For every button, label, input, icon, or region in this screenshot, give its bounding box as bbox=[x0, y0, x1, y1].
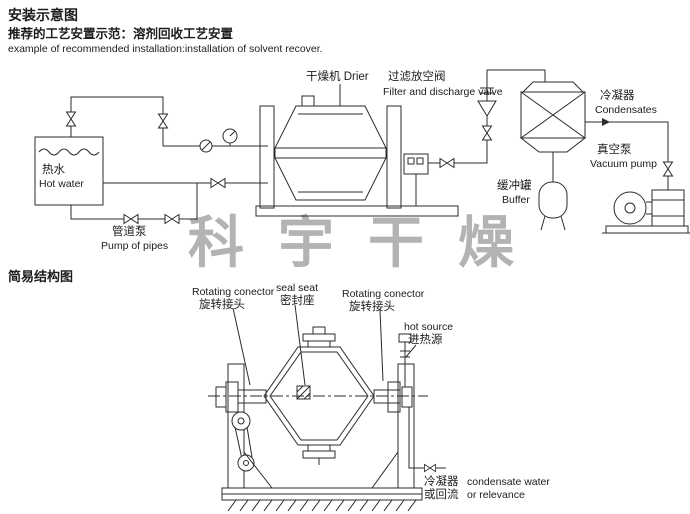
hot-water-piping: 管道泵 Pump of pipes bbox=[66, 96, 268, 252]
condensate-label-cn2: 或回流 bbox=[424, 487, 459, 501]
hot-water-label-cn: 热水 bbox=[42, 163, 65, 176]
valve-icon bbox=[663, 161, 673, 177]
structure-drawing: Rotating conector 旋转接头 seal seat 密封座 Rot… bbox=[192, 282, 550, 512]
subtitle-cn: 推荐的工艺安置示范：溶剂回收工艺安置 bbox=[8, 26, 234, 41]
valve-icon bbox=[158, 113, 168, 129]
hot-water-tank: 热水 Hot water bbox=[34, 136, 104, 206]
rotating-connector-right-label-cn: 旋转接头 bbox=[349, 299, 395, 313]
seal-seat-label-cn: 密封座 bbox=[280, 293, 315, 307]
rotating-connector-left-label-en: Rotating conector bbox=[192, 286, 275, 298]
control-cabinet bbox=[403, 153, 429, 206]
pulley-icon bbox=[237, 454, 255, 472]
valve-icon bbox=[210, 178, 226, 188]
buffer-tank: 缓冲罐 Buffer bbox=[497, 178, 568, 231]
valve-icon bbox=[482, 125, 492, 141]
condensate-label-en1: condensate water bbox=[467, 476, 550, 488]
motor-icon bbox=[613, 191, 647, 225]
condenser-label-cn: 冷凝器 bbox=[600, 88, 635, 102]
buffer-label-cn: 缓冲罐 bbox=[497, 178, 532, 192]
rotating-connector-right-label-en: Rotating conector bbox=[342, 288, 425, 300]
vacuum-pump: 真空泵 Vacuum pump bbox=[590, 142, 690, 234]
vacuum-label-en: Vacuum pump bbox=[590, 158, 657, 170]
pipe-pump-label-cn: 管道泵 bbox=[112, 224, 147, 238]
valve-icon bbox=[423, 463, 437, 473]
condenser-label-en: Condensates bbox=[595, 104, 657, 116]
vacuum-label-cn: 真空泵 bbox=[597, 142, 632, 156]
condensate-label-en2: or relevance bbox=[467, 489, 525, 501]
page-title: 安装示意图 bbox=[8, 7, 78, 23]
base-frame bbox=[221, 487, 423, 512]
valve-icon bbox=[123, 214, 139, 224]
pipe-pump-label-en: Pump of pipes bbox=[101, 240, 168, 252]
filter-label-cn: 过滤放空阀 bbox=[388, 69, 446, 83]
header: 安装示意图 推荐的工艺安置示范：溶剂回收工艺安置 example of reco… bbox=[8, 7, 323, 55]
valve-icon bbox=[66, 111, 76, 127]
hot-water-label-en: Hot water bbox=[39, 178, 84, 190]
cone-vessel bbox=[263, 326, 375, 465]
pressure-gauge-icon bbox=[222, 128, 238, 146]
ground-hatch bbox=[227, 499, 417, 512]
flow-arrow-icon bbox=[602, 118, 610, 126]
watermark-text: 科宇干燥 bbox=[188, 211, 548, 274]
hot-source-label-en: hot source bbox=[404, 321, 453, 333]
right-stand bbox=[371, 333, 446, 489]
sight-glass-icon bbox=[199, 139, 213, 153]
filter-funnel-icon bbox=[477, 100, 497, 117]
left-stand bbox=[215, 363, 273, 489]
valve-icon bbox=[439, 158, 455, 168]
filter-label-en: Filter and discharge valve bbox=[383, 86, 503, 98]
buffer-label-en: Buffer bbox=[502, 194, 530, 206]
leader-lines bbox=[232, 304, 417, 386]
structure-title: 简易结构图 bbox=[8, 269, 73, 284]
filter-discharge-line: 过滤放空阀 Filter and discharge valve bbox=[383, 69, 673, 192]
condenser: 冷凝器 Condensates bbox=[519, 81, 657, 182]
condensate-label-cn1: 冷凝器 bbox=[424, 474, 459, 488]
subtitle-en: example of recommended installation:inst… bbox=[8, 43, 323, 55]
hot-source-label-cn: 进热源 bbox=[408, 332, 443, 346]
rotating-connector-left-label-cn: 旋转接头 bbox=[199, 297, 245, 311]
valve-icon bbox=[164, 214, 180, 224]
seal-seat-label-en: seal seat bbox=[276, 282, 318, 294]
drier: 干燥机 Drier bbox=[255, 69, 459, 217]
drier-label: 干燥机 Drier bbox=[306, 69, 369, 83]
seal-seat bbox=[296, 385, 311, 400]
motor-icon bbox=[231, 411, 251, 431]
